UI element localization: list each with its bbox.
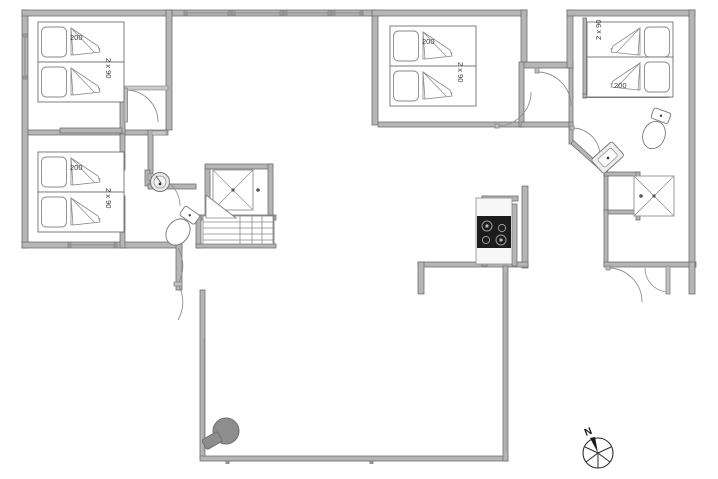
bedroom-top-right: 200 2 x 90 [586, 20, 674, 98]
stove-icon [475, 197, 513, 265]
interior-partitions [123, 85, 169, 136]
compass-north-label: N [583, 426, 594, 439]
bed-width-label: 2 x 90 [594, 20, 603, 40]
bed-width-label: 2 x 90 [456, 62, 465, 82]
toilet-icon [638, 106, 674, 153]
shower-icon [212, 169, 260, 211]
bed-width-label: 2 x 90 [104, 58, 113, 78]
door-hall-right [534, 67, 572, 107]
terrace [199, 265, 509, 462]
bedroom-top-center: 200 2 x 90 [389, 25, 477, 107]
door-bedroom1 [123, 87, 159, 123]
door-entry-right [605, 265, 643, 303]
window-bottom-bedrooms [67, 242, 118, 248]
bedroom-mid-left: 200 2 x 90 [37, 151, 125, 233]
grill-icon [201, 417, 240, 450]
sink-icon [150, 172, 170, 192]
shower-icon [633, 175, 675, 217]
compass-rose: N [582, 426, 614, 469]
bed-width-label: 2 x 90 [104, 188, 113, 208]
window-top-run [183, 10, 364, 16]
bed-length-label: 200 [614, 81, 627, 90]
stairs-icon [202, 194, 274, 245]
bedroom-top-left: 200 2 x 90 [37, 21, 125, 103]
bed-length-label: 200 [70, 33, 83, 42]
window-left-wall [22, 33, 28, 80]
door-bottom-right-outer [644, 265, 671, 295]
bed-length-label: 200 [70, 163, 83, 172]
sink-icon [591, 141, 624, 174]
doors [123, 67, 671, 321]
door-terrace-double [173, 247, 184, 321]
bed-length-label: 200 [422, 37, 435, 46]
door-bedroom3 [494, 91, 532, 129]
